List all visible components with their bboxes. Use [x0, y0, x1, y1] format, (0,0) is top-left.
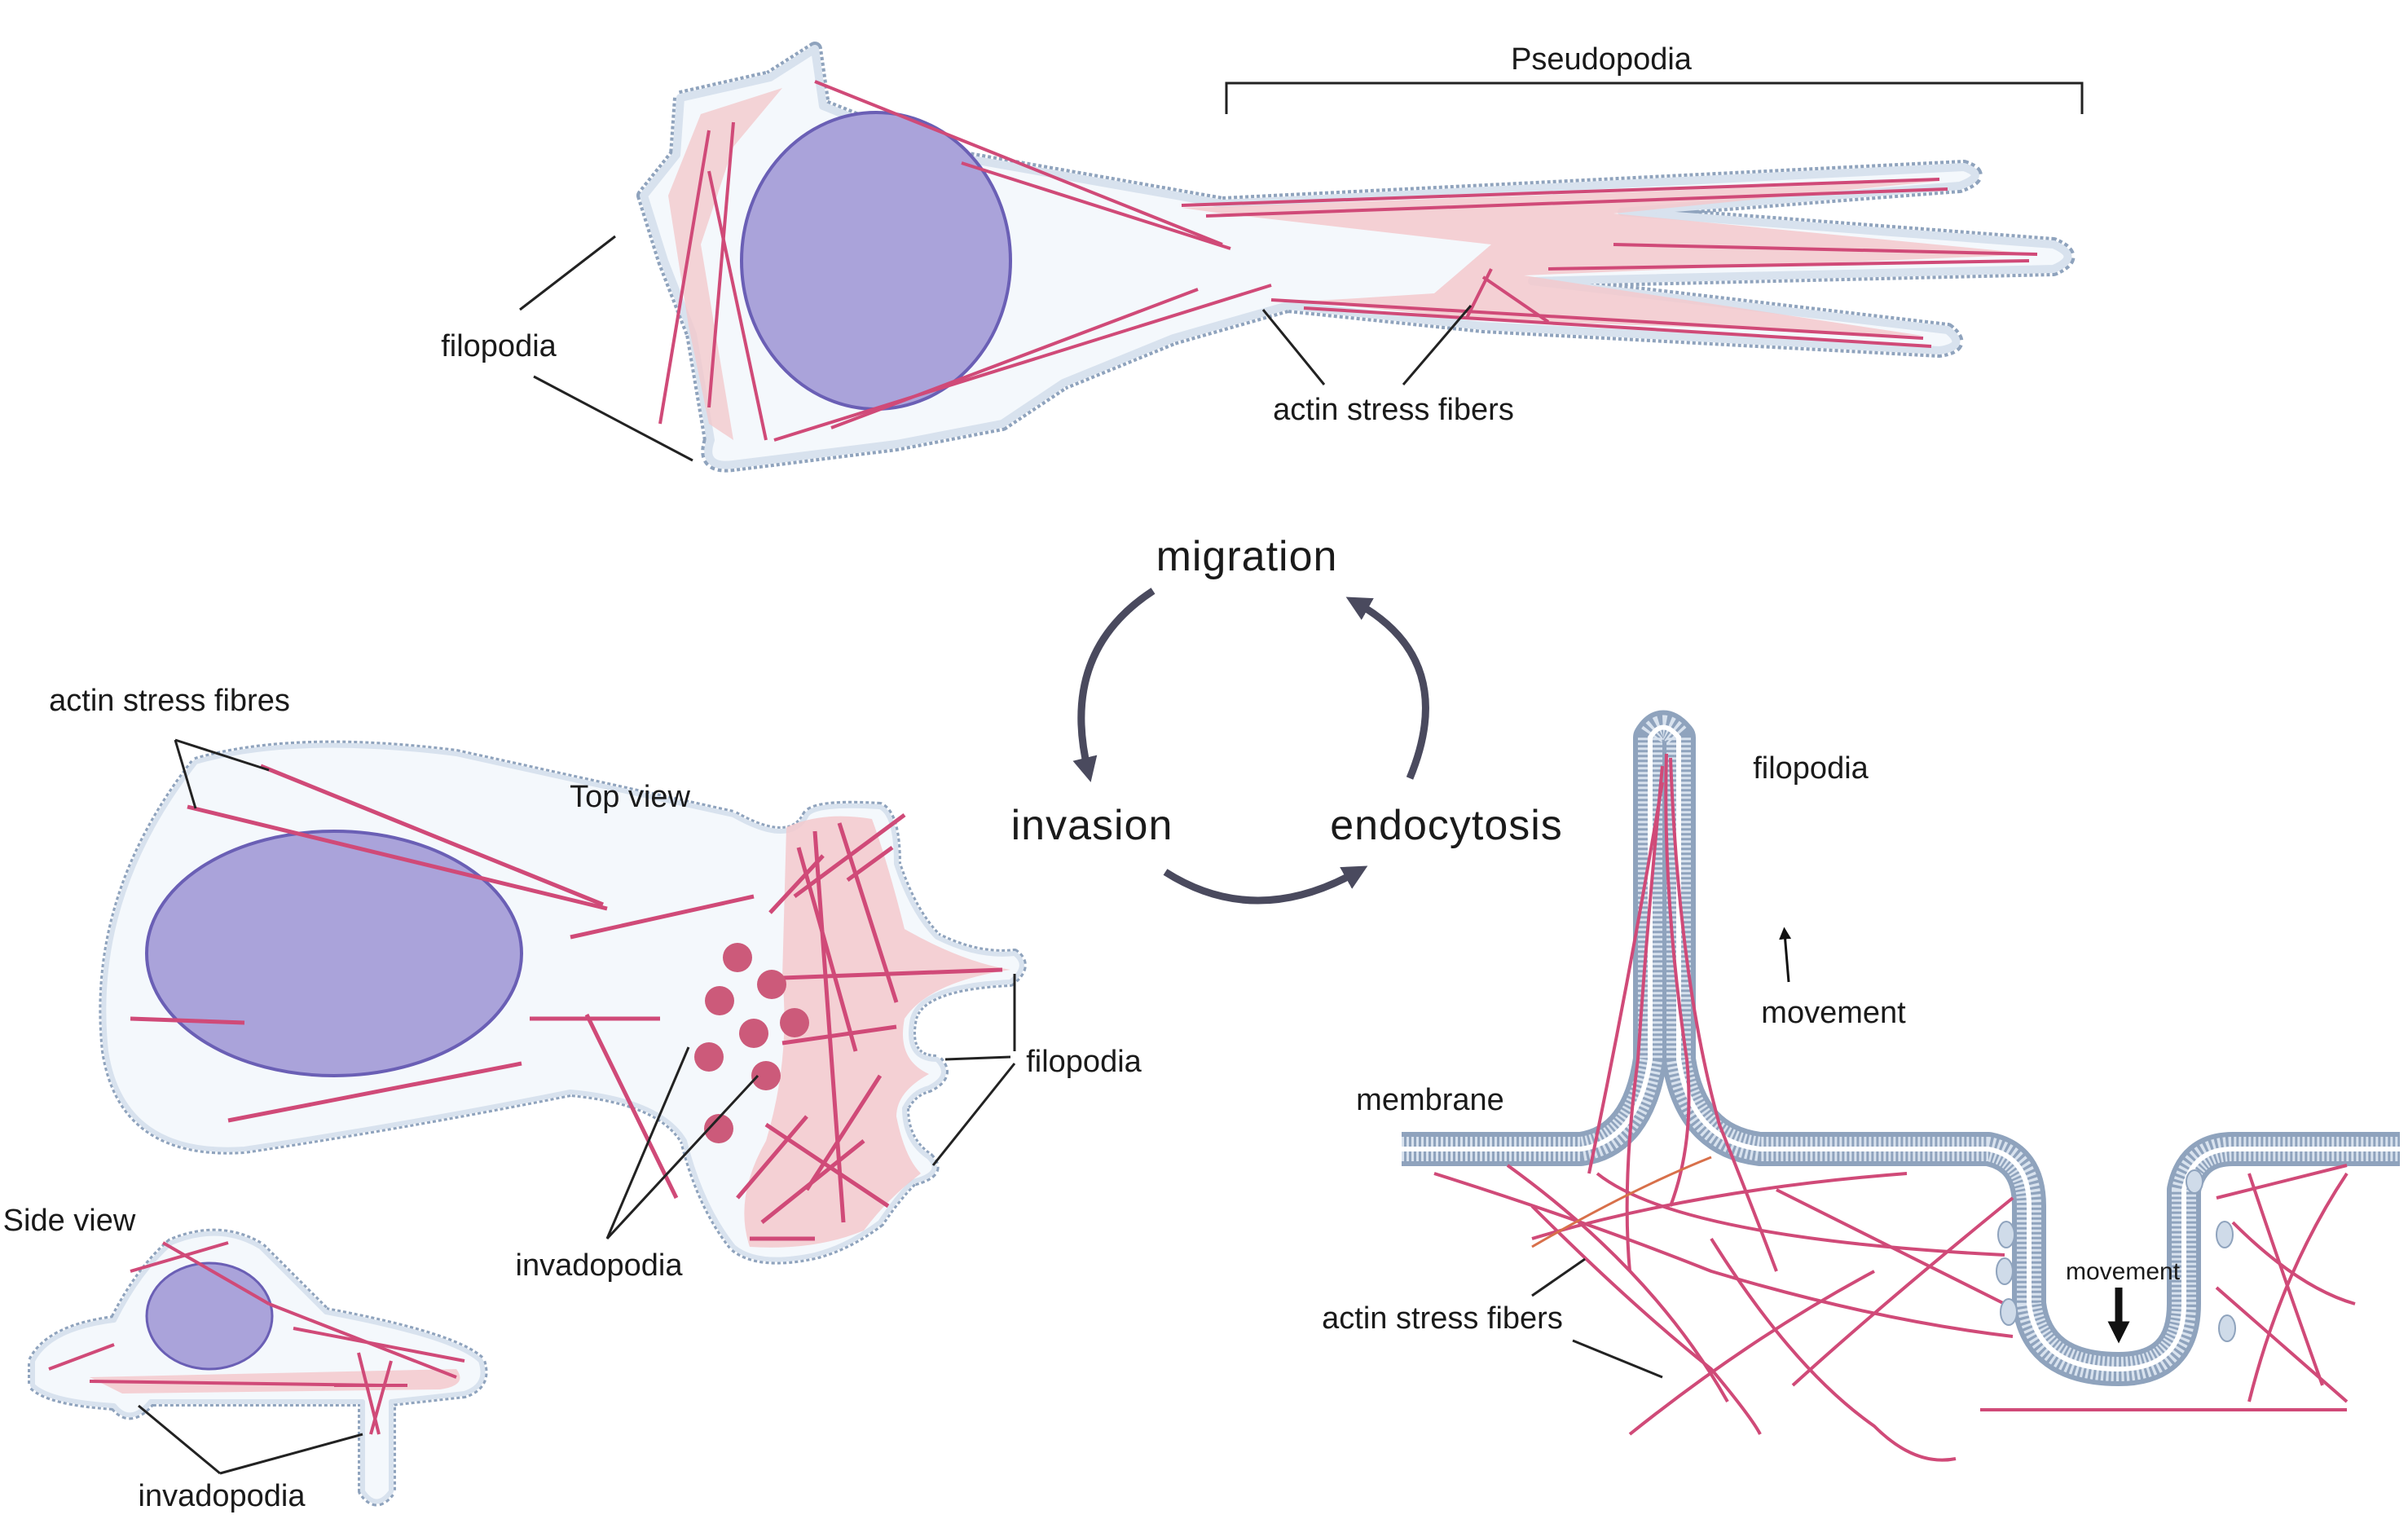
- side-view-membrane-inner: [30, 1231, 486, 1504]
- top-cell-cortex-left: [668, 88, 782, 440]
- invadopodia-side-leader-1: [138, 1404, 221, 1475]
- top-view-label: Top view: [570, 780, 690, 814]
- movement-up-arrow: [1779, 927, 1792, 983]
- top-view-invadopodia-dots: [694, 943, 809, 1143]
- invadopodium-dot: [723, 943, 752, 972]
- vesicle: [2186, 1169, 2203, 1194]
- filopodia-mid-leader-2: [944, 1055, 1011, 1061]
- vesicle: [2218, 1314, 2236, 1342]
- top-cell-nucleus: [740, 111, 1012, 411]
- invadopodia-mid-label: invadopodia: [516, 1248, 684, 1283]
- filopodia-top-leader-1: [519, 235, 616, 311]
- filopodia-top-leader-2: [533, 375, 693, 462]
- migration-cycle: migration invasion endocytosis: [1011, 533, 1563, 905]
- membrane-bilayer-midline: [1402, 724, 2400, 1372]
- actin-stress-fibres-left-label: actin stress fibres: [49, 684, 290, 718]
- pseudopodia-label: Pseudopodia: [1511, 42, 1693, 77]
- endocytosis-label: endocytosis: [1330, 802, 1563, 849]
- cycle-arrow-endocytosis-to-migration: [1345, 597, 1429, 780]
- membrane-actin-orange: [1531, 1156, 1712, 1248]
- top-view-actin-fibers: [130, 764, 1003, 1241]
- top-view-cortex: [744, 816, 1010, 1248]
- filopodia-mid-label: filopodia: [1026, 1045, 1142, 1079]
- vesicle: [1996, 1257, 2014, 1285]
- membrane-label: membrane: [1356, 1083, 1504, 1117]
- side-view-actin-fibers: [48, 1241, 465, 1435]
- side-view-label: Side view: [3, 1204, 136, 1238]
- invadopodia-side-leader-2: [219, 1433, 363, 1475]
- top-migrating-cell: [636, 42, 2076, 473]
- top-cell-membrane-inner: [640, 45, 2072, 469]
- vesicle: [2216, 1221, 2234, 1248]
- invadopodia-mid-leader-1: [605, 1046, 690, 1239]
- invadopodium-dot: [705, 986, 734, 1015]
- vesicle: [2000, 1298, 2018, 1326]
- invadopodium-dot: [780, 1008, 809, 1037]
- actin-right-leader-1: [1531, 1257, 1586, 1297]
- actin-left-leader-1: [174, 739, 197, 809]
- membrane-vesicles: [1996, 1169, 2236, 1342]
- membrane-panel: [1402, 710, 2400, 1462]
- actin-top-leader-1: [1261, 309, 1326, 385]
- top-view-nucleus: [145, 830, 523, 1077]
- movement-up-label: movement: [1761, 996, 1906, 1030]
- membrane-actin-network: [1433, 753, 2356, 1462]
- invadopodia-mid-leader-2: [605, 1074, 759, 1240]
- invadopodium-dot: [694, 1042, 724, 1072]
- movement-down-label: movement: [2066, 1258, 2181, 1285]
- invadopodia-side-label: invadopodia: [139, 1479, 306, 1513]
- actin-left-leader-2: [174, 738, 270, 772]
- invadopodium-dot: [751, 1061, 781, 1090]
- side-view-cell: [28, 1228, 488, 1507]
- top-cell-actin-fibers: [658, 80, 2038, 442]
- vesicle: [1997, 1221, 2015, 1248]
- actin-top-leader-2: [1402, 305, 1473, 385]
- top-cell-cortex: [1182, 181, 2037, 336]
- actin-stress-fibers-right-label: actin stress fibers: [1322, 1301, 1563, 1336]
- invadopodium-dot: [757, 970, 786, 999]
- side-view-nucleus: [145, 1261, 274, 1371]
- pseudopodia-bracket: [1225, 81, 2084, 114]
- actin-right-leader-2: [1572, 1339, 1663, 1379]
- invadopodium-dot: [704, 1114, 733, 1143]
- migration-label: migration: [1156, 533, 1338, 580]
- filopodia-right-label: filopodia: [1753, 751, 1869, 786]
- invasion-label: invasion: [1011, 802, 1173, 849]
- actin-stress-fibers-top-label: actin stress fibers: [1273, 393, 1514, 427]
- invadopodium-dot: [739, 1019, 768, 1048]
- cycle-arrow-invasion-to-endocytosis: [1163, 865, 1368, 905]
- top-view-cell: [99, 740, 1027, 1265]
- cycle-arrow-migration-to-invasion: [1072, 588, 1156, 782]
- filopodia-top-label: filopodia: [441, 329, 557, 363]
- filopodia-mid-leader-3: [931, 1063, 1016, 1166]
